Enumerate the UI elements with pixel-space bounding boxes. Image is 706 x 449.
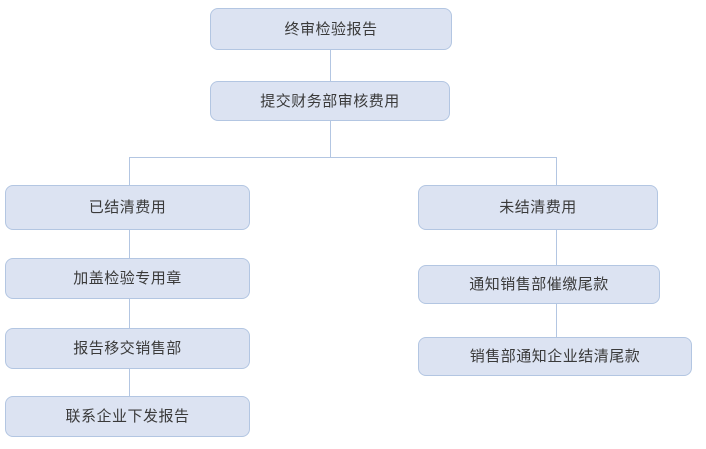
connector-settled-to-stamp <box>129 230 130 258</box>
node-settled-fees[interactable]: 已结清费用 <box>5 185 250 230</box>
node-sales-notify-enterprise[interactable]: 销售部通知企业结清尾款 <box>418 337 692 376</box>
connector-branch-to-unsettled <box>556 157 557 185</box>
node-apply-seal[interactable]: 加盖检验专用章 <box>5 258 250 299</box>
node-final-report[interactable]: 终审检验报告 <box>210 8 452 50</box>
connector-branch-bar <box>129 157 557 158</box>
connector-final-report-to-submit-finance <box>330 50 331 81</box>
node-unsettled-fees[interactable]: 未结清费用 <box>418 185 658 230</box>
node-contact-enterprise[interactable]: 联系企业下发报告 <box>5 396 250 437</box>
connector-unsettled-to-notify-sales <box>556 230 557 265</box>
node-submit-finance[interactable]: 提交财务部审核费用 <box>210 81 450 121</box>
connector-notify-sales-to-sales-notify <box>556 304 557 337</box>
connector-submit-finance-stem <box>330 121 331 157</box>
node-notify-sales-dept[interactable]: 通知销售部催缴尾款 <box>418 265 660 304</box>
connector-branch-to-settled <box>129 157 130 185</box>
node-transfer-to-sales[interactable]: 报告移交销售部 <box>5 328 250 369</box>
connector-stamp-to-transfer-sales <box>129 299 130 328</box>
connector-transfer-sales-to-contact <box>129 369 130 396</box>
